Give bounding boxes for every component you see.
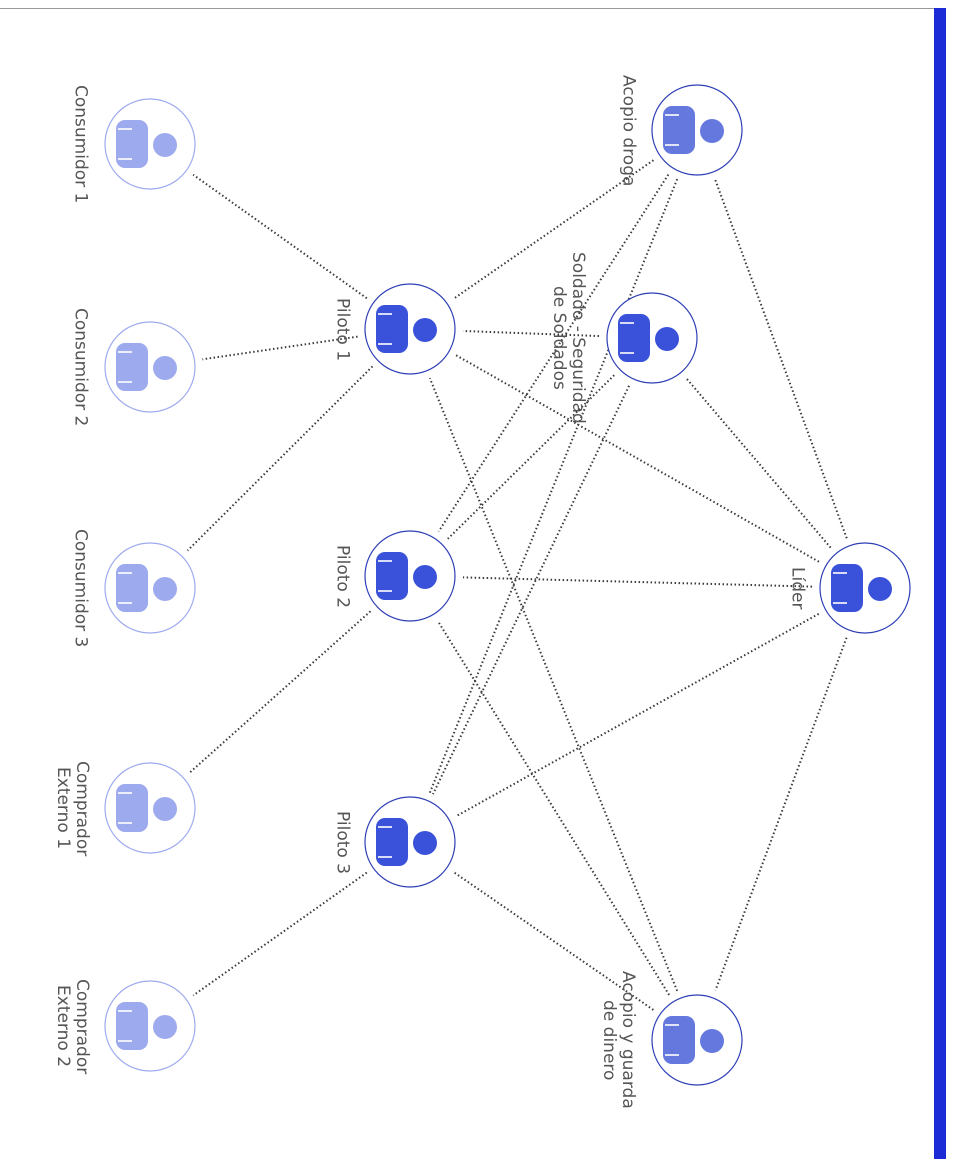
node-comprador2	[104, 980, 196, 1072]
node-piloto3	[364, 796, 456, 888]
person-icon	[663, 106, 724, 154]
person-icon	[663, 1016, 724, 1064]
person-icon	[376, 552, 437, 600]
person-head	[153, 577, 177, 601]
person-body	[618, 314, 650, 362]
edge-lider-piloto2	[462, 576, 813, 588]
edge-soldado-piloto1	[462, 329, 600, 338]
node-label-piloto1: Piloto 1	[332, 297, 353, 361]
person-head	[413, 565, 437, 589]
node-consumidor1	[104, 98, 196, 190]
edge-acopio_droga-piloto1	[452, 159, 655, 300]
node-label-comprador1: Comprador Externo 1	[53, 760, 92, 856]
node-acopio_droga	[651, 84, 743, 176]
person-body	[116, 343, 148, 391]
edge-acopio_dinero-piloto1	[428, 377, 679, 992]
edge-lider-soldado	[685, 377, 832, 549]
edge-piloto1-consumidor1	[192, 173, 368, 300]
person-icon	[116, 564, 177, 612]
node-consumidor3	[104, 542, 196, 634]
node-label-piloto3: Piloto 3	[332, 810, 353, 874]
edge-piloto1-consumidor3	[186, 365, 374, 552]
person-body	[116, 120, 148, 168]
person-head	[868, 577, 892, 601]
person-head	[700, 119, 724, 143]
top-divider	[0, 8, 934, 9]
person-head	[153, 133, 177, 157]
person-head	[153, 1015, 177, 1039]
node-label-consumidor2: Consumidor 2	[70, 308, 91, 427]
person-head	[153, 356, 177, 380]
person-icon	[116, 1002, 177, 1050]
person-body	[376, 818, 408, 866]
edge-lider-piloto1	[455, 354, 820, 563]
node-consumidor2	[104, 321, 196, 413]
person-body	[663, 106, 695, 154]
person-icon	[376, 305, 437, 353]
person-head	[700, 1029, 724, 1053]
edge-lider-acopio_dinero	[714, 637, 848, 991]
node-comprador1	[104, 762, 196, 854]
person-icon	[831, 564, 892, 612]
person-icon	[618, 314, 679, 362]
node-piloto1	[364, 283, 456, 375]
node-label-soldado: Soldado - Seguridad de Soldados	[549, 252, 588, 424]
node-label-comprador2: Comprador Externo 2	[53, 978, 92, 1074]
person-body	[663, 1016, 695, 1064]
edge-acopio_droga-piloto2	[437, 174, 670, 532]
node-lider	[819, 542, 911, 634]
person-body	[376, 552, 408, 600]
person-icon	[116, 784, 177, 832]
edges-layer	[186, 159, 848, 1011]
node-label-lider: Líder	[787, 567, 808, 610]
node-label-acopio_droga: Acopio droga	[618, 74, 639, 186]
node-label-consumidor3: Consumidor 3	[70, 529, 91, 648]
person-head	[413, 318, 437, 342]
edge-acopio_dinero-piloto3	[453, 871, 654, 1011]
accent-bar	[934, 8, 946, 1159]
edge-soldado-piloto3	[432, 385, 630, 795]
edge-lider-piloto3	[455, 612, 820, 818]
node-acopio_dinero	[651, 994, 743, 1086]
edge-piloto2-comprador1	[188, 610, 372, 774]
node-label-acopio_dinero: Acopio y guarda de dinero	[599, 971, 638, 1109]
person-head	[655, 327, 679, 351]
node-label-piloto2: Piloto 2	[332, 544, 353, 608]
node-soldado	[606, 292, 698, 384]
person-body	[376, 305, 408, 353]
person-body	[116, 1002, 148, 1050]
person-head	[153, 797, 177, 821]
edge-soldado-piloto2	[447, 374, 615, 540]
person-body	[116, 564, 148, 612]
node-piloto2	[364, 530, 456, 622]
person-icon	[116, 120, 177, 168]
person-head	[413, 831, 437, 855]
edge-piloto3-comprador2	[192, 871, 368, 997]
node-label-consumidor1: Consumidor 1	[70, 85, 91, 204]
nodes-layer	[104, 84, 911, 1086]
person-body	[116, 784, 148, 832]
edge-acopio_dinero-piloto2	[437, 620, 670, 996]
person-icon	[116, 343, 177, 391]
person-icon	[376, 818, 437, 866]
edge-lider-acopio_droga	[714, 179, 848, 539]
person-body	[831, 564, 863, 612]
